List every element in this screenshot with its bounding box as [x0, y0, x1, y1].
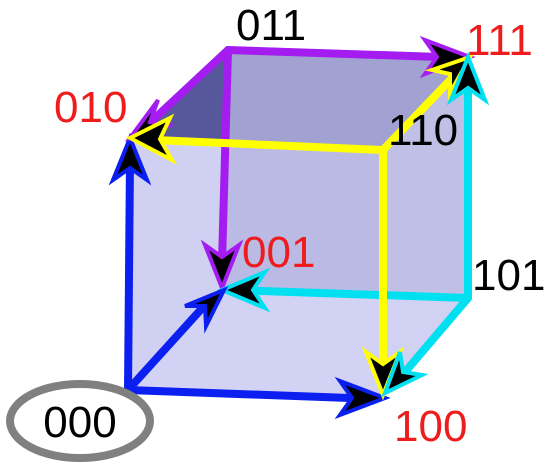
- edge-000-001: [124, 301, 209, 394]
- edge-011-001: [218, 46, 232, 266]
- edge-000-100: [124, 386, 354, 402]
- label-100: 100: [394, 402, 467, 451]
- edge-011-010: [151, 46, 232, 122]
- vertex-labels: 000 001 010 011 100 101 110 111: [43, 1, 545, 451]
- arrowhead-000-010: [108, 132, 152, 186]
- edge-101-100: [401, 294, 472, 376]
- edge-011-111: [224, 46, 444, 61]
- label-000: 000: [43, 398, 116, 447]
- edge-001-101: [228, 286, 472, 302]
- arrowhead-000-100: [334, 376, 391, 420]
- cube-edges: [124, 46, 472, 402]
- label-010: 010: [54, 83, 127, 132]
- vertex-000-circle: [6, 380, 154, 462]
- label-111: 111: [466, 16, 533, 65]
- arrowheads: [108, 35, 490, 420]
- label-101: 101: [472, 251, 545, 300]
- arrowhead-011-001: [200, 239, 244, 294]
- label-110: 110: [388, 106, 458, 155]
- cube-faces: [128, 50, 468, 395]
- edge-000-010: [124, 156, 134, 394]
- arrowhead-000-001: [184, 286, 229, 334]
- edge-110-010: [151, 136, 387, 154]
- arrowhead-101-111: [446, 51, 490, 106]
- label-001: 001: [242, 228, 315, 277]
- edge-110-111: [379, 71, 459, 154]
- arrowhead-101-001: [216, 267, 271, 313]
- arrowhead-101-100: [381, 351, 429, 397]
- arrowhead-110-010: [125, 113, 178, 165]
- label-011: 011: [236, 1, 306, 50]
